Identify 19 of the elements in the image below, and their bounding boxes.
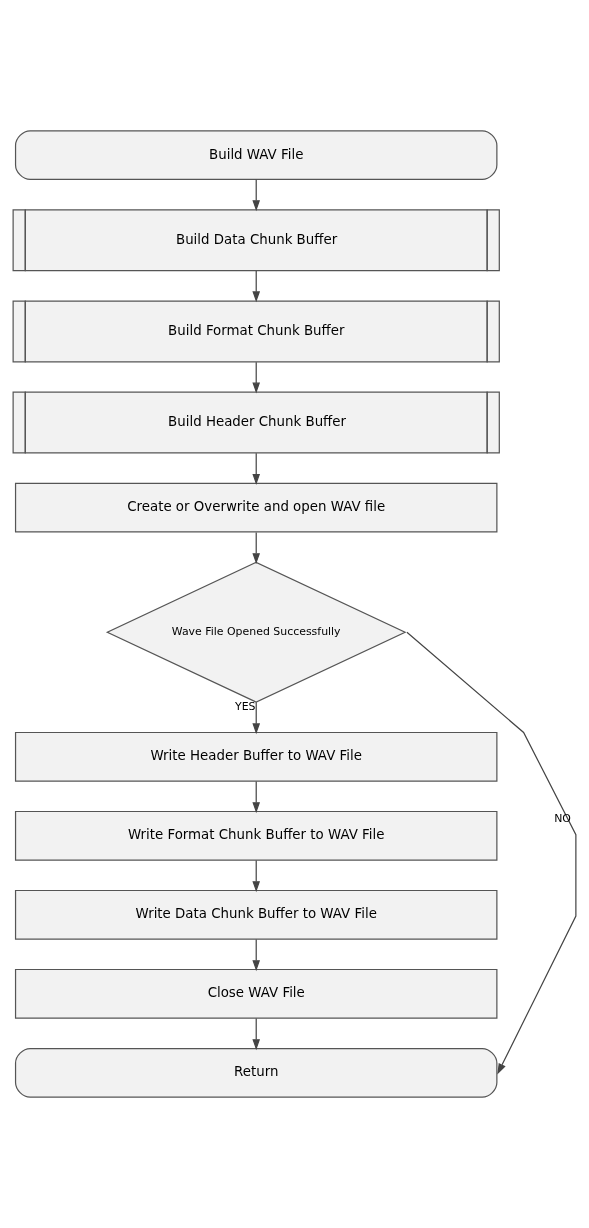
arrow <box>252 1017 261 1051</box>
arrow <box>252 531 261 565</box>
arrow <box>252 938 261 972</box>
arrow <box>252 780 261 814</box>
node-box: Build WAV File <box>14 130 498 181</box>
arrow <box>252 361 261 394</box>
node-box: Return <box>14 1047 498 1098</box>
arrow <box>252 859 261 893</box>
arrow <box>252 701 261 735</box>
arrow <box>252 452 261 485</box>
node-box: Write Header Buffer to WAV File <box>14 731 498 782</box>
node-box: Close WAV File <box>14 968 498 1019</box>
arrow <box>252 179 261 212</box>
node-box: Write Data Chunk Buffer to WAV File <box>14 889 498 940</box>
node-diamond: Wave File Opened Successfully <box>105 561 407 703</box>
arrow <box>406 631 577 1075</box>
node-box: Write Format Chunk Buffer to WAV File <box>14 810 498 861</box>
arrow <box>252 270 261 303</box>
node-box: Create or Overwrite and open WAV file <box>14 482 498 533</box>
